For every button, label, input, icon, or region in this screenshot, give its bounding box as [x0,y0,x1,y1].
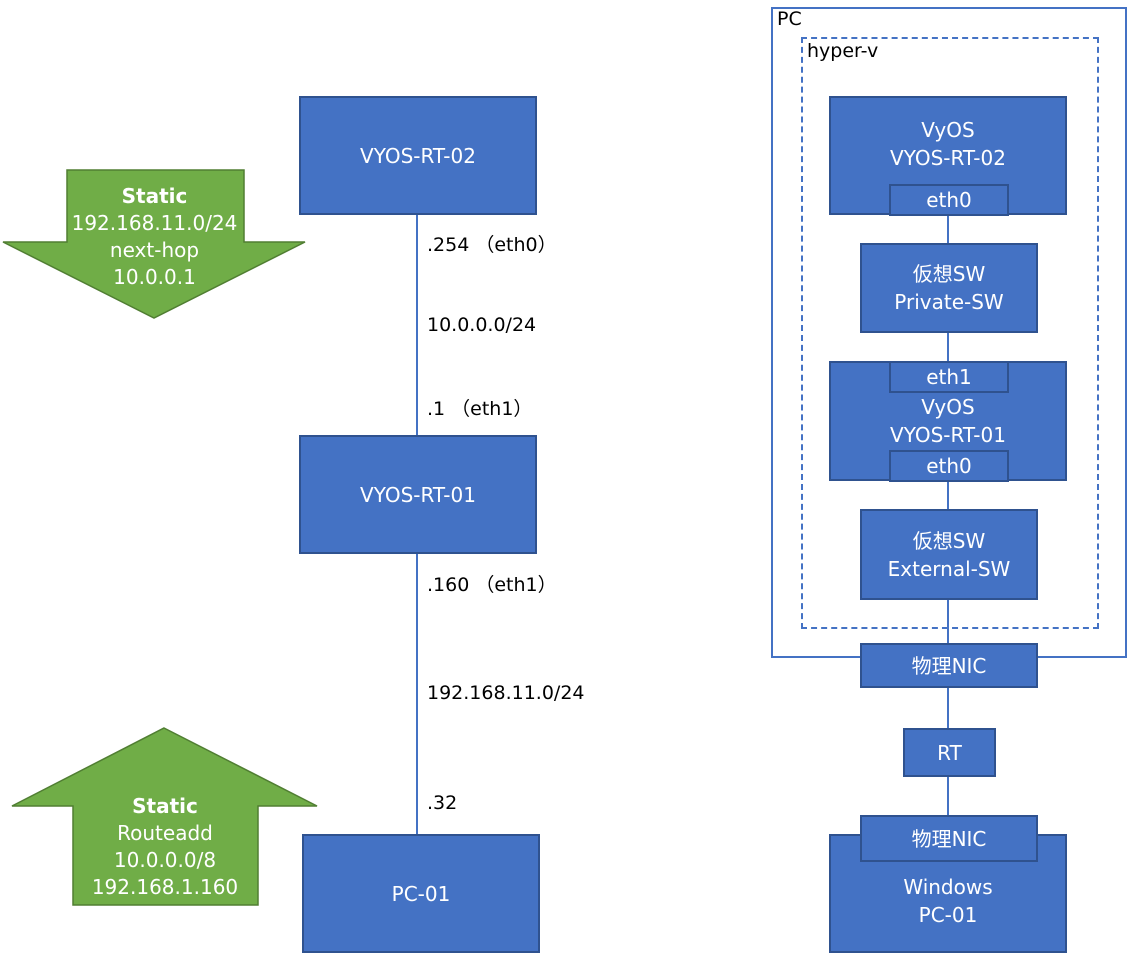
static-title: Static [132,794,198,818]
link-external-sw-nic [947,599,949,644]
port-eth0-rt02[interactable]: eth0 [889,184,1009,216]
router-rt[interactable]: RT [903,728,996,777]
port-label: eth0 [926,454,972,478]
link-private-sw-rt01 [947,332,949,362]
static-route-down-text: Static 192.168.11.0/24 next-hop 10.0.0.1 [62,183,247,291]
link-rt01-external-sw [947,480,949,510]
router-label: RT [937,740,962,765]
static-line: Routeadd [117,821,213,845]
static-route-up-text: Static Routeadd 10.0.0.0/8 192.168.1.160 [70,793,260,901]
link-rt02-private-sw [947,214,949,244]
pc-interface-label: .32 [427,792,458,814]
static-route-up-arrow [11,727,318,906]
vm-name-label: VYOS-RT-02 [890,146,1006,170]
vm-name-label: VYOS-RT-01 [890,423,1006,447]
static-line: 10.0.0.1 [113,265,196,289]
static-line: 192.168.11.0/24 [71,211,238,235]
link-rt-pc-nic [947,776,949,816]
node-vyos-rt-01[interactable]: VYOS-RT-01 [299,435,537,554]
node-label: VYOS-RT-01 [360,482,476,507]
link-nic-rt [947,687,949,729]
vswitch-name-label: External-SW [887,556,1011,581]
network-label-192: 192.168.11.0/24 [427,682,585,704]
node-vyos-rt-02[interactable]: VYOS-RT-02 [299,96,537,215]
vswitch-private[interactable]: 仮想SW Private-SW [860,243,1038,333]
port-label: eth0 [926,188,972,212]
nic-label: 物理NIC [911,653,987,678]
vswitch-type-label: 仮想SW [912,528,986,553]
vm-type-label: VyOS [921,118,975,142]
physical-nic-host[interactable]: 物理NIC [860,643,1038,688]
port-eth0-rt01[interactable]: eth0 [889,450,1009,482]
hyperv-frame [801,37,1099,629]
hyperv-frame-label: hyper-v [807,40,879,62]
node-label: PC-01 [391,881,451,906]
static-route-down-arrow [2,169,306,319]
static-line: 10.0.0.0/8 [113,848,217,872]
nic-label: 物理NIC [911,826,987,851]
static-title: Static [121,184,188,208]
pc-frame-label: PC [777,8,802,30]
static-line: next-hop [109,238,200,262]
rt01-interface-lower-label: .160 （eth1） [427,574,557,596]
link-rt02-rt01 [416,214,418,436]
os-label: Windows [903,875,993,899]
physical-nic-pc[interactable]: 物理NIC [860,815,1038,862]
vswitch-name-label: Private-SW [894,290,1004,314]
port-eth1-rt01[interactable]: eth1 [889,361,1009,393]
static-line: 192.168.1.160 [91,875,239,899]
network-label-10: 10.0.0.0/24 [427,314,537,336]
port-label: eth1 [926,365,972,389]
vm-type-label: VyOS [921,395,975,419]
pc-name-label: PC-01 [918,903,978,927]
node-pc-01[interactable]: PC-01 [302,834,540,953]
rt01-interface-upper-label: .1 （eth1） [427,398,533,420]
rt02-interface-label: .254 （eth0） [427,234,557,256]
vswitch-external[interactable]: 仮想SW External-SW [860,509,1038,600]
vswitch-type-label: 仮想SW [912,262,986,286]
node-label: VYOS-RT-02 [360,143,476,168]
link-rt01-pc01 [416,553,418,835]
